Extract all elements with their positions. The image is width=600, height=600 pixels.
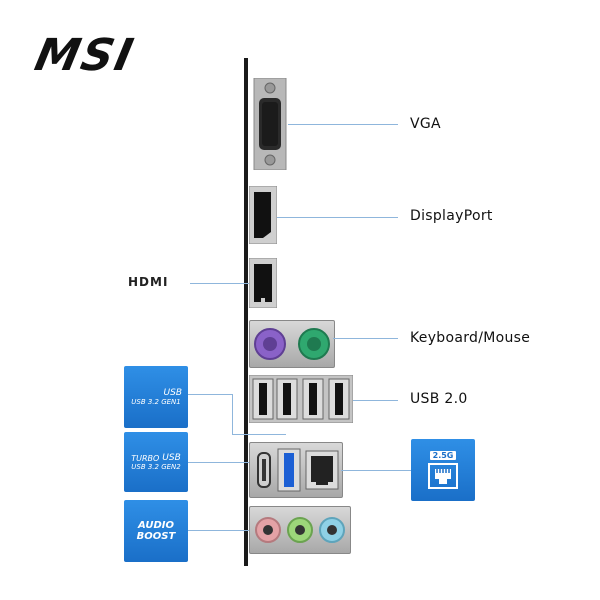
vga-leader-line bbox=[288, 124, 398, 125]
gen1-leader-v bbox=[232, 394, 233, 434]
gen2-leader-line bbox=[188, 462, 256, 463]
audio-boost-badge: AUDIO BOOST bbox=[124, 500, 188, 562]
usb32-gen1-top: USB bbox=[163, 388, 182, 398]
audio-jacks bbox=[249, 506, 351, 554]
usb32-gen2-top: USB bbox=[162, 453, 181, 463]
usb32-gen2-bottom: USB 3.2 GEN2 bbox=[131, 463, 181, 471]
ps2-leader-line bbox=[333, 338, 398, 339]
gen1-leader-h bbox=[188, 394, 232, 395]
displayport-port bbox=[248, 185, 278, 245]
audio-boost-line1: AUDIO bbox=[138, 520, 174, 531]
lan-leader-line bbox=[341, 470, 411, 471]
lan-2-5g-badge: 2.5G bbox=[411, 439, 475, 501]
usb20-label: USB 2.0 bbox=[410, 391, 468, 407]
hdmi-leader-line bbox=[190, 283, 249, 284]
io-shield-edge bbox=[244, 58, 248, 566]
usb20-ports bbox=[248, 374, 354, 424]
displayport-leader-line bbox=[277, 217, 398, 218]
usb32-gen1-bottom: USB 3.2 GEN1 bbox=[131, 398, 181, 406]
gen1-leader-h2 bbox=[232, 434, 286, 435]
usb3-lan-block bbox=[249, 442, 343, 498]
vga-port bbox=[252, 77, 288, 171]
msi-logo: MSI bbox=[30, 30, 140, 81]
audio-boost-line2: BOOST bbox=[136, 531, 176, 542]
vga-label: VGA bbox=[410, 116, 441, 132]
keyboard-mouse-label: Keyboard/Mouse bbox=[410, 330, 531, 346]
hdmi-port bbox=[248, 257, 278, 309]
turbo-prefix: TURBO bbox=[131, 453, 160, 463]
ethernet-icon bbox=[428, 463, 458, 489]
usb32-gen2-badge: TURBO USB USB 3.2 GEN2 bbox=[124, 432, 188, 492]
audio-leader-line bbox=[188, 530, 249, 531]
lan-speed-text: 2.5G bbox=[429, 451, 457, 460]
usb20-leader-line bbox=[353, 400, 398, 401]
hdmi-logo: HDMI bbox=[128, 275, 169, 289]
usb32-gen1-badge: USB USB 3.2 GEN1 bbox=[124, 366, 188, 428]
displayport-label: DisplayPort bbox=[410, 208, 493, 224]
ps2-combo-port bbox=[249, 320, 335, 368]
